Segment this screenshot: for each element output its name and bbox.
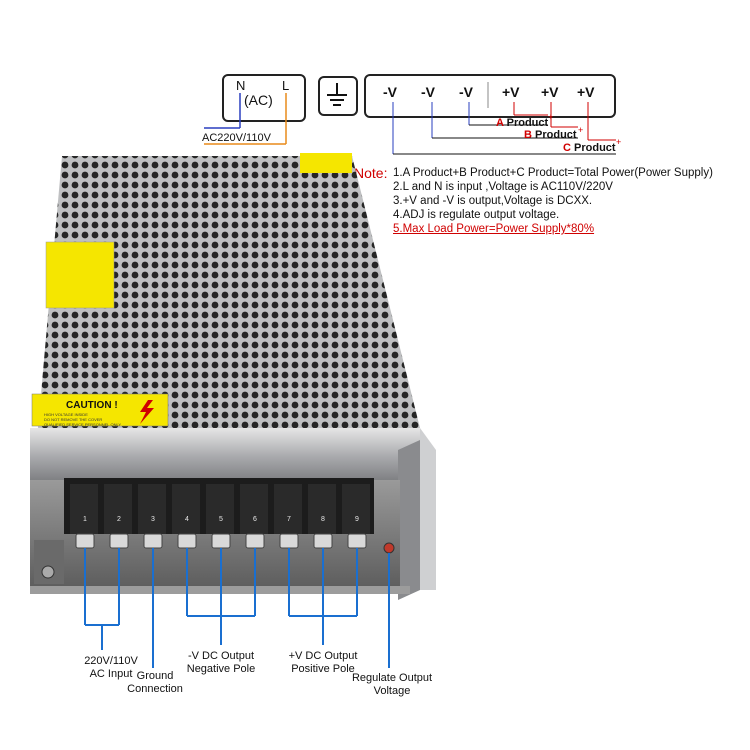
ground-connection-label: Ground Connection [118,670,192,696]
adj-label-line1: Regulate Output [351,672,433,684]
terminal-number: 5 [219,516,223,523]
dc-terminal-neg-2: -V [421,84,435,100]
dc-terminal-neg-1: -V [383,84,397,100]
negative-output-label: -V DC Output Negative Pole [176,650,266,676]
note-line-1: 1.A Product+B Product+C Product=Total Po… [393,167,713,179]
neg-label-line2: Negative Pole [186,663,256,675]
ac-voltage-label: AC220V/110V [202,132,271,144]
adj-label-line2: Voltage [373,685,411,697]
caution-text-3: QUALIFIED SERVICE PERSONNEL ONLY [44,422,122,427]
terminal-number: 7 [287,516,291,523]
product-connector-lines [392,102,616,155]
note-line-4: 4.ADJ is regulate output voltage. [393,209,560,221]
dc-box-divider [487,82,489,108]
product-b-plus: + [578,125,584,135]
note-line-5: 5.Max Load Power=Power Supply*80% [393,223,595,235]
caution-text-2: DO NOT REMOVE THE COVER [44,417,103,422]
terminal-number: 6 [253,516,257,523]
ac-input-box [222,74,306,122]
dc-terminal-pos-2: +V [541,84,559,100]
product-c-plus: + [616,137,622,147]
note-title: Note: [354,165,388,181]
dc-terminal-pos-1: +V [502,84,520,100]
neutral-label: N [236,78,246,93]
ground-label-line1: Ground [136,670,174,682]
ac-input-label: 220V/110V AC Input [76,655,146,681]
terminal-number: 2 [117,516,121,523]
line-label: L [282,78,290,93]
note-line-2: 2.L and N is input ,Voltage is AC110V/22… [393,181,613,193]
terminal-number: 3 [151,516,155,523]
pos-label-line1: +V DC Output [288,650,358,662]
ac-wires [204,93,287,145]
terminal-number: 1 [83,516,87,523]
regulate-voltage-label: Regulate Output Voltage [346,672,438,698]
product-a-label: A Product [496,117,549,129]
ac-label: (AC) [244,92,273,108]
ground-label-line2: Connection [127,683,183,695]
dc-terminal-neg-3: -V [459,84,473,100]
dc-output-box [364,74,616,118]
product-a-plus: + [548,112,554,122]
pos-label-line2: Positive Pole [291,663,355,675]
note-line-3: 3.+V and -V is output,Voltage is DCXX. [393,195,593,207]
ac-input-label-line2: AC Input [89,668,133,680]
positive-output-label: +V DC Output Positive Pole [278,650,368,676]
product-c-label: C Product [563,142,616,154]
caution-text-1: HIGH VOLTAGE INSIDE [44,412,88,417]
dc-terminal-pos-3: +V [577,84,595,100]
caution-label: CAUTION ! [66,400,118,411]
product-b-label: B Product [524,129,577,141]
ground-icon [327,83,347,106]
ac-input-label-line1: 220V/110V [84,655,138,667]
power-supply-image [30,153,436,600]
terminal-number: 8 [321,516,325,523]
neg-label-line1: -V DC Output [187,650,255,662]
terminal-number: 9 [355,516,359,523]
terminal-number: 4 [185,516,189,523]
